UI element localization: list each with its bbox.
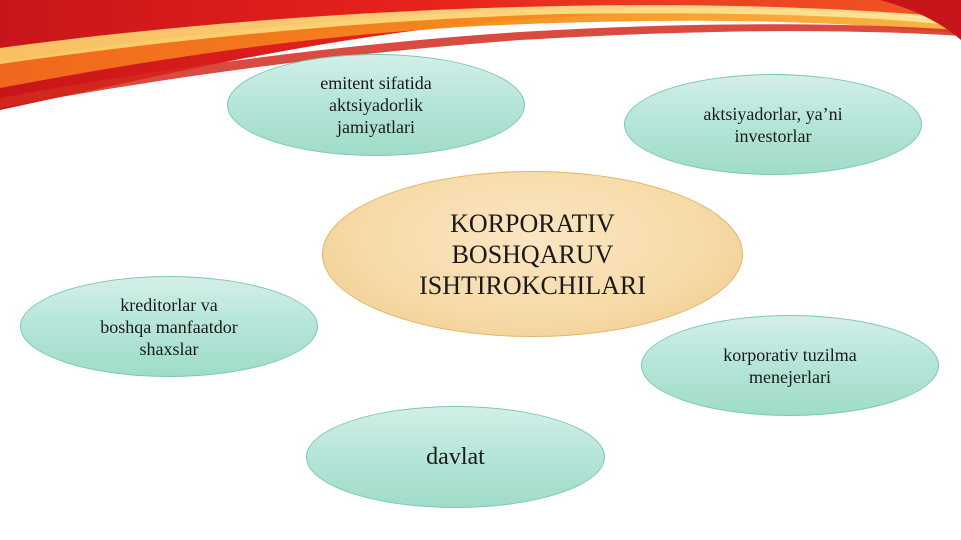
decorative-swoosh [0,0,961,110]
node-davlat: davlat [306,406,605,508]
node-label: emitent sifatida aktsiyadorlik jamiyatla… [320,73,432,137]
node-menejerlar: korporativ tuzilma menejerlari [641,315,939,416]
swoosh-red-thin [0,24,961,108]
node-label: kreditorlar va boshqa manfaatdor shaxsla… [100,294,238,359]
swoosh-yellow-band [0,5,961,64]
swoosh-top-right-accent [880,0,961,40]
node-kreditorlar: kreditorlar va boshqa manfaatdor shaxsla… [20,276,318,377]
node-label: korporativ tuzilma menejerlari [723,344,857,387]
center-node-korporativ-boshqaruv: KORPORATIV BOSHQARUV ISHTIROKCHILARI [322,171,743,337]
node-emitent: emitent sifatida aktsiyadorlik jamiyatla… [227,54,525,156]
node-label: davlat [426,444,485,470]
node-label: aktsiyadorlar, ya’ni investorlar [703,103,843,146]
center-node-label: KORPORATIV BOSHQARUV ISHTIROKCHILARI [419,208,646,300]
node-aktsiyadorlar: aktsiyadorlar, ya’ni investorlar [624,74,922,175]
